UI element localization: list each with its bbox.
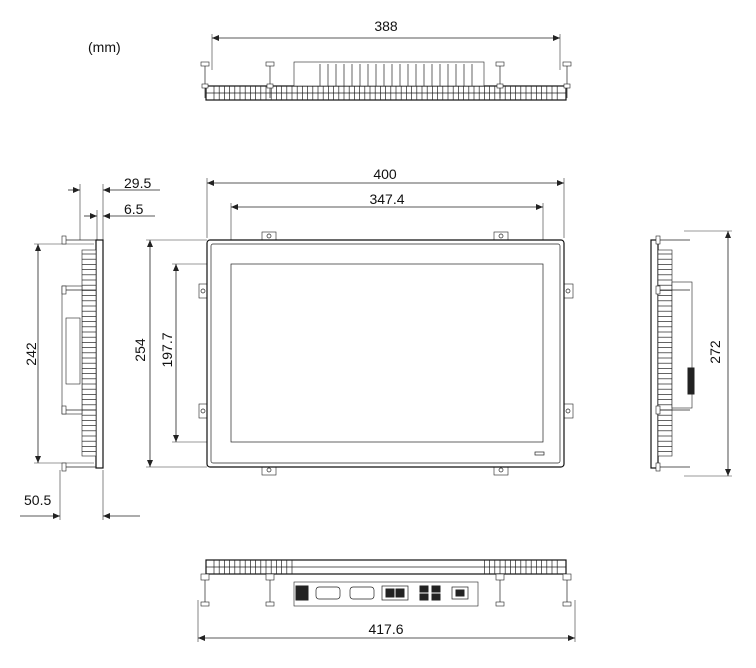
- left-side-view: 29.5 6.5 242 50.5: [20, 175, 160, 520]
- screw-clamp: [201, 83, 209, 89]
- screw-clamp: [562, 573, 572, 581]
- screw-head: [655, 462, 661, 472]
- dim-side-height: 242: [23, 342, 39, 366]
- dim-front-inner-width: 347.4: [369, 191, 404, 207]
- screw-clamp: [495, 573, 505, 581]
- screw-head: [495, 61, 505, 67]
- dim-front-inner-height: 197.7: [159, 332, 175, 367]
- screw-clamp: [200, 573, 210, 581]
- unit-label: (mm): [88, 39, 121, 55]
- screw-head: [61, 462, 67, 472]
- front-view: 400 347.4 254 197.7: [132, 166, 574, 476]
- screw-head: [562, 601, 572, 607]
- screw-head: [655, 235, 661, 245]
- display-area: [230, 263, 544, 443]
- screw-clamp: [266, 83, 274, 89]
- screw-clamp: [496, 83, 504, 89]
- screw-head: [265, 61, 275, 67]
- screw-head: [655, 285, 661, 295]
- screw-clamp: [265, 573, 275, 581]
- screw-head: [61, 405, 67, 415]
- screw-head: [200, 61, 210, 67]
- screw-clamp: [563, 83, 571, 89]
- dim-bottom-width: 417.6: [368, 621, 403, 637]
- bottom-view: 417.6: [197, 559, 576, 642]
- dim-front-width: 400: [373, 166, 397, 182]
- screw-head: [655, 405, 661, 415]
- right-side-view: 272: [650, 230, 732, 477]
- top-view: 388: [200, 18, 572, 101]
- dim-right-height: 272: [707, 340, 723, 364]
- dim-side-bezel: 6.5: [124, 201, 144, 217]
- screw-head: [61, 235, 67, 245]
- screw-head: [61, 285, 67, 295]
- screw-head: [495, 601, 505, 607]
- dim-front-height: 254: [132, 338, 148, 362]
- dim-base-depth: 50.5: [24, 492, 51, 508]
- screw-head: [265, 601, 275, 607]
- dim-top-width: 388: [374, 18, 398, 34]
- screw-head: [200, 601, 210, 607]
- screw-head: [562, 61, 572, 67]
- dim-side-depth: 29.5: [124, 175, 151, 191]
